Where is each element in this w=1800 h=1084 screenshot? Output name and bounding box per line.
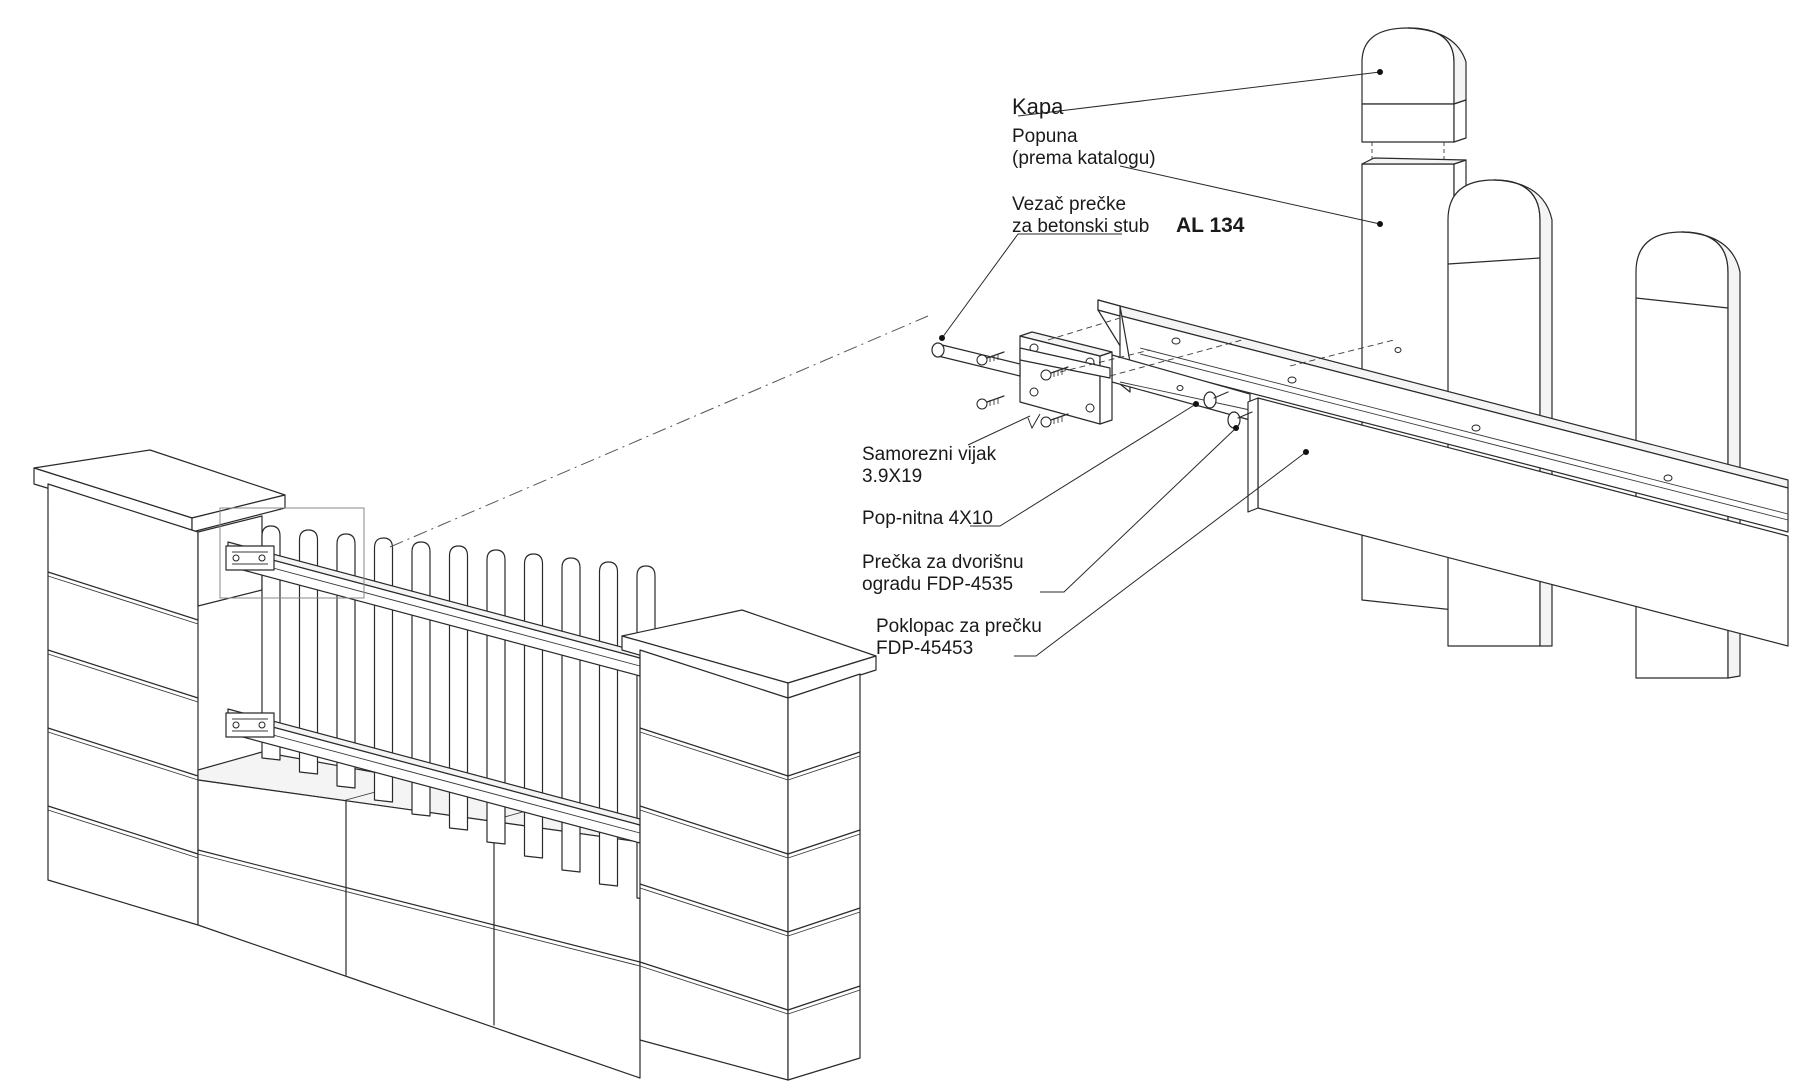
- picket: [598, 561, 619, 887]
- leader-lines: [939, 69, 1383, 657]
- label-popuna: Popuna: [1012, 126, 1078, 147]
- label-poklopac-code: FDP-45453: [876, 638, 973, 659]
- label-vijak-size: 3.9X19: [862, 466, 922, 487]
- right-pillar: [621, 609, 877, 1081]
- self-tapping-screws: [976, 351, 1069, 428]
- label-poklopac: Poklopac za prečku: [876, 616, 1042, 637]
- screw-icon: [1040, 413, 1069, 428]
- picket: [261, 525, 281, 761]
- detail-reference-line: [389, 315, 929, 548]
- wall-assembly: [33, 315, 929, 1081]
- labels: Kapa Popuna (prema katalogu) Vezač prečk…: [862, 94, 1245, 659]
- label-precka-code: ogradu FDP-4535: [862, 574, 1013, 595]
- label-precka: Prečka za dvorišnu: [862, 552, 1024, 573]
- detail-frame: [219, 507, 365, 599]
- screw-icon: [976, 395, 1005, 410]
- left-pillar: [33, 449, 286, 926]
- label-nitna: Pop-nitna 4X10: [862, 508, 993, 529]
- label-vijak: Samorezni vijak: [862, 444, 997, 465]
- rail-cover: [1247, 397, 1789, 647]
- label-kapa: Kapa: [1012, 94, 1064, 119]
- label-popuna-note: (prema katalogu): [1012, 148, 1156, 169]
- label-vezac: Vezač prečke: [1012, 194, 1126, 215]
- rail-connector-upper: [225, 545, 275, 571]
- label-vezac-code: AL 134: [1176, 214, 1245, 237]
- exploded-detail: [931, 27, 1789, 679]
- picket: [298, 529, 319, 775]
- screw-icon: [976, 351, 1005, 366]
- label-vezac-stub: za betonski stub: [1012, 216, 1149, 237]
- screw-icon: [1040, 366, 1069, 381]
- rail-connector-lower: [225, 712, 275, 738]
